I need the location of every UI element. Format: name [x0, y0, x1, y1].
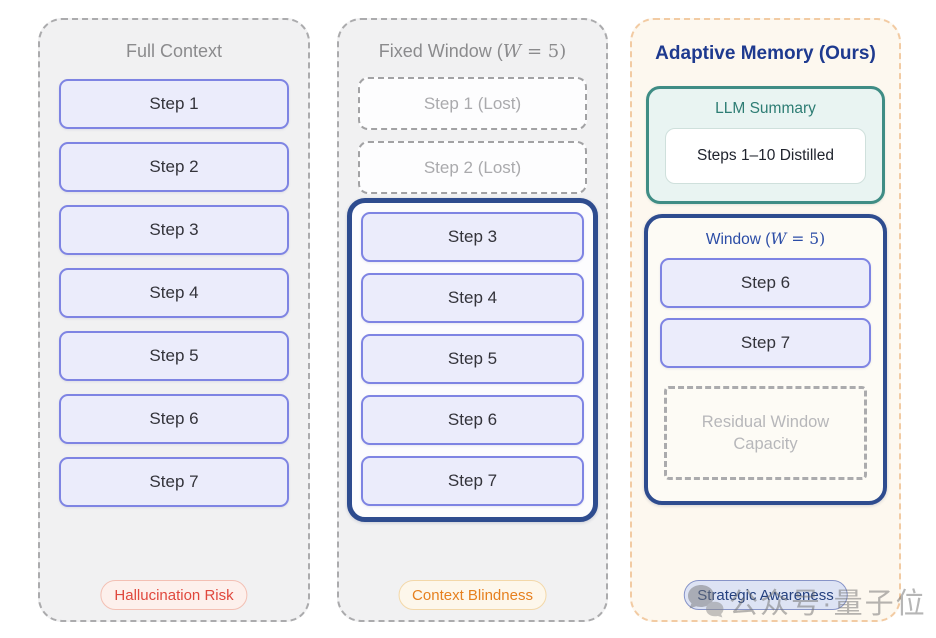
residual-capacity-box: Residual Window Capacity: [664, 386, 867, 480]
step-box: Step 6: [59, 394, 289, 444]
step-box: Step 3: [361, 212, 584, 262]
fixed-window-steps: Step 1 (Lost) Step 2 (Lost): [339, 77, 606, 194]
step-box: Step 7: [361, 456, 584, 506]
panel-adaptive-memory: Adaptive Memory (Ours) LLM Summary Steps…: [630, 18, 901, 622]
step-box: Step 3: [59, 205, 289, 255]
step-box: Step 2: [59, 142, 289, 192]
step-box: Step 1: [59, 79, 289, 129]
adaptive-window-container: Window (W = 5) Step 6 Step 7 Residual Wi…: [644, 214, 887, 505]
fixed-window-container: Step 3 Step 4 Step 5 Step 6 Step 7: [347, 198, 598, 522]
step-box: Step 5: [59, 331, 289, 381]
step-box: Step 4: [361, 273, 584, 323]
llm-summary-card: LLM Summary Steps 1–10 Distilled: [646, 86, 885, 204]
residual-capacity-label: Residual Window Capacity: [701, 412, 830, 453]
panel-full-context: Full Context Step 1 Step 2 Step 3 Step 4…: [38, 18, 310, 622]
full-context-steps: Step 1 Step 2 Step 3 Step 4 Step 5 Step …: [40, 79, 308, 507]
step-box: Step 5: [361, 334, 584, 384]
hallucination-risk-badge: Hallucination Risk: [100, 580, 248, 610]
adaptive-window-steps: Step 6 Step 7: [648, 258, 883, 368]
step-box: Step 6: [361, 395, 584, 445]
step-box: Step 7: [660, 318, 871, 368]
llm-summary-label: LLM Summary: [715, 100, 816, 117]
step-box: Step 6: [660, 258, 871, 308]
strategic-awareness-badge: Strategic Awareness: [683, 580, 848, 610]
panel-fixed-window: Fixed Window (W = 5) Step 1 (Lost) Step …: [337, 18, 608, 622]
step-box: Step 7: [59, 457, 289, 507]
panel-full-context-title: Full Context: [125, 41, 223, 61]
lost-step-box: Step 2 (Lost): [358, 141, 587, 194]
panel-fixed-window-title: Fixed Window (W = 5): [378, 41, 567, 62]
math-w-symbol: W: [770, 230, 787, 248]
math-w-symbol: W: [502, 41, 522, 62]
distilled-steps-box: Steps 1–10 Distilled: [665, 128, 866, 184]
adaptive-window-label: Window (W = 5): [705, 230, 826, 248]
step-box: Step 4: [59, 268, 289, 318]
lost-step-box: Step 1 (Lost): [358, 77, 587, 130]
context-blindness-badge: Context Blindness: [398, 580, 547, 610]
panel-adaptive-memory-title: Adaptive Memory (Ours): [655, 43, 876, 64]
